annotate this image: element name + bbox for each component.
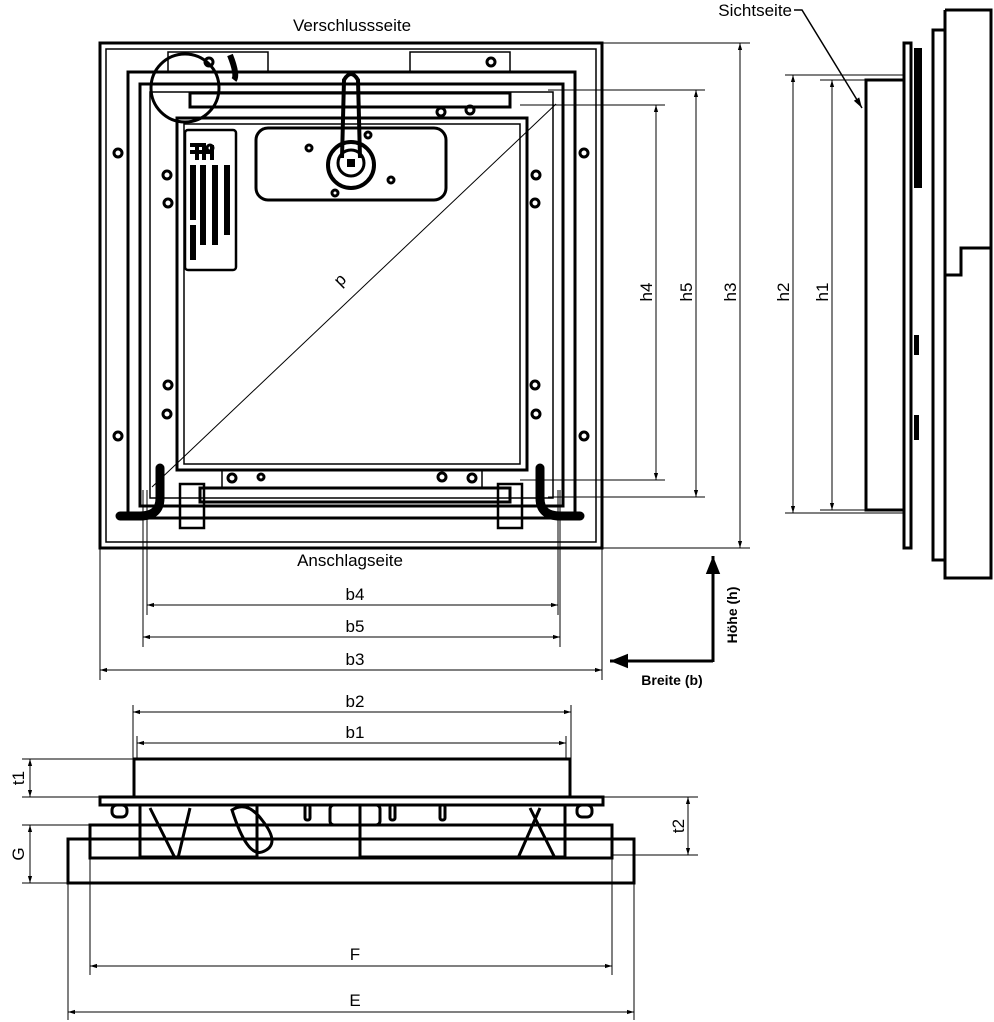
front-view: Verschlussseite d Ansc (98, 16, 604, 570)
dim-E: E (349, 991, 360, 1010)
dim-h2: h2 (774, 283, 793, 302)
dim-h3: h3 (721, 283, 740, 302)
dim-t1: t1 (9, 771, 28, 785)
section-view: b2 b1 t1 G t2 F E (9, 692, 698, 1020)
width-axis-label: Breite (b) (641, 672, 702, 688)
dim-G: G (9, 847, 28, 860)
side-flange (902, 41, 913, 550)
side-panel (864, 78, 906, 512)
section-wall (66, 837, 636, 885)
outer-frame (98, 41, 604, 550)
top-side-label: Verschlussseite (293, 16, 411, 35)
height-axis-label: Höhe (h) (724, 587, 740, 644)
lock-cylinder (326, 140, 376, 190)
dim-h4: h4 (637, 283, 656, 302)
dim-b2: b2 (346, 692, 365, 711)
outer-frame-inner-edge (105, 48, 597, 543)
hinge-left (115, 463, 165, 521)
dim-t2: t2 (669, 819, 688, 833)
diagonal-dimension-line (151, 103, 557, 488)
dim-b5: b5 (346, 617, 365, 636)
lock-plate (254, 126, 448, 202)
section-panel (132, 757, 572, 799)
front-dimensions (99, 42, 750, 680)
diagonal-label: d (331, 271, 351, 291)
orientation-axes: Höhe (h) Breite (b) (610, 556, 740, 688)
visible-side-label: Sichtseite (718, 1, 792, 20)
dim-h1: h1 (813, 283, 832, 302)
side-wall (943, 8, 993, 580)
side-view: Sichtseite h2 h1 (718, 1, 993, 580)
hinge-side-label: Anschlagseite (297, 551, 403, 570)
type-plate (183, 128, 238, 272)
lock-handle (340, 72, 362, 159)
dim-b4: b4 (346, 585, 365, 604)
dim-b1: b1 (346, 723, 365, 742)
detail-circle (149, 52, 221, 124)
mounting-frame (126, 70, 577, 520)
type-plate-text-lines (190, 165, 230, 260)
dim-F: F (350, 945, 360, 964)
dim-b3: b3 (346, 650, 365, 669)
dim-h5: h5 (677, 283, 696, 302)
inner-frame (138, 82, 565, 508)
side-frame (931, 28, 947, 562)
